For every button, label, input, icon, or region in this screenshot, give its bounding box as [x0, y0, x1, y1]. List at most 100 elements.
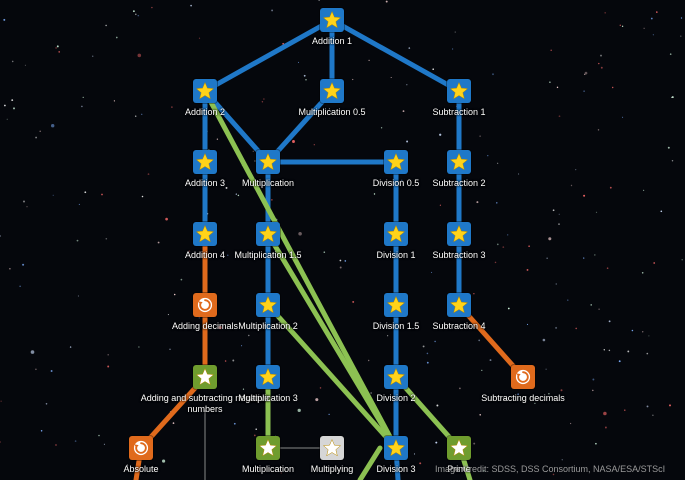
exercise-node-adding-decimals[interactable]: Adding decimals — [140, 293, 270, 332]
edge-addition_2-to-division_3 — [202, 88, 399, 451]
star-dot — [141, 113, 143, 115]
star-dot — [74, 440, 77, 442]
star-dot — [556, 86, 559, 89]
star-dot — [680, 35, 682, 37]
exercise-node-multiplication-3[interactable]: Multiplication 3 — [203, 365, 333, 404]
star-dot — [671, 160, 674, 162]
star-dot — [171, 106, 173, 108]
star-dot — [656, 11, 658, 13]
star-dot — [147, 173, 150, 175]
exercise-node-division-1-5[interactable]: Division 1.5 — [331, 293, 461, 332]
star-dot — [646, 405, 649, 408]
star-dot — [608, 320, 611, 323]
exercise-node-absolute-value[interactable]: Absolute — [76, 436, 206, 475]
star-dot — [680, 17, 683, 19]
star-dot — [315, 398, 319, 402]
star-dot — [603, 349, 605, 351]
star-dot — [481, 369, 483, 372]
star-dot — [546, 257, 548, 259]
star-dot — [235, 193, 237, 195]
star-dot — [165, 217, 168, 221]
exercise-label: Addition 2 — [184, 107, 226, 117]
star-dot — [650, 17, 653, 20]
star-dot — [584, 73, 586, 76]
star-dot — [419, 462, 422, 465]
exercise-node-multiplication-1-5[interactable]: Multiplication 1.5 — [203, 222, 333, 261]
refresh-icon — [511, 365, 535, 389]
star-dot — [101, 193, 103, 196]
star-dot — [413, 453, 416, 455]
star-dot — [390, 76, 392, 79]
star-dot — [280, 472, 282, 474]
exercise-node-subtraction-4[interactable]: Subtraction 4 — [394, 293, 524, 332]
star-dot — [570, 184, 573, 187]
exercise-node-subtraction-3[interactable]: Subtraction 3 — [394, 222, 524, 261]
star-dot — [590, 304, 592, 306]
exercise-node-prime[interactable]: Prime — [394, 436, 524, 475]
star-dot — [548, 237, 552, 241]
star-dot — [252, 150, 254, 152]
star-icon — [384, 293, 408, 317]
exercise-node-addition-3[interactable]: Addition 3 — [140, 150, 270, 189]
star-dot — [402, 110, 405, 113]
star-dot — [669, 53, 672, 55]
exercise-node-multiplication-2[interactable]: Multiplication 2 — [203, 293, 333, 332]
exercise-node-multiplying[interactable]: Multiplying — [267, 436, 397, 475]
exercise-node-multiplication-0-5[interactable]: Multiplication 0.5 — [267, 79, 397, 118]
exercise-node-subtraction-1[interactable]: Subtraction 1 — [394, 79, 524, 118]
star-dot — [482, 470, 485, 472]
star-dot — [77, 295, 79, 297]
exercise-label: Division 2 — [376, 393, 416, 403]
star-dot — [58, 51, 61, 53]
star-dot — [78, 203, 80, 205]
star-dot — [138, 346, 140, 348]
exercise-node-adding-subtracting-negative[interactable]: Adding and subtracting negative numbers — [140, 365, 270, 415]
star-dot — [318, 0, 320, 2]
star-dot — [271, 9, 274, 12]
exercise-node-subtracting-decimals[interactable]: Subtracting decimals — [458, 365, 588, 404]
star-dot — [292, 140, 295, 143]
star-icon — [320, 79, 344, 103]
star-dot — [0, 400, 2, 402]
exercise-node-multiplication[interactable]: Multiplication — [203, 150, 333, 189]
exercise-node-addition-4[interactable]: Addition 4 — [140, 222, 270, 261]
exercise-node-division-1[interactable]: Division 1 — [331, 222, 461, 261]
star-dot — [436, 404, 439, 407]
star-dot — [328, 108, 330, 110]
star-dot — [681, 259, 683, 261]
exercise-node-division-2[interactable]: Division 2 — [331, 365, 461, 404]
exercise-node-addition-1[interactable]: Addition 1 — [267, 8, 397, 47]
edge-addition_1-to-subtraction_1 — [329, 17, 462, 94]
star-dot — [372, 185, 374, 187]
exercise-label: Division 0.5 — [372, 178, 420, 188]
star-dot — [534, 402, 536, 405]
star-dot — [26, 206, 28, 208]
star-dot — [180, 278, 183, 281]
star-dot — [19, 285, 21, 287]
star-dot — [496, 202, 498, 204]
star-dot — [558, 223, 560, 226]
edge-multiplication_1_5-to-division_3 — [265, 231, 399, 451]
star-dot — [426, 352, 429, 355]
star-dot — [548, 393, 550, 395]
exercise-node-multiplication-4[interactable]: Multiplication — [203, 436, 333, 475]
star-dot — [386, 325, 388, 327]
star-dot — [113, 100, 115, 102]
star-dot — [51, 124, 55, 128]
exercise-node-addition-2[interactable]: Addition 2 — [140, 79, 270, 118]
exercise-node-subtraction-2[interactable]: Subtraction 2 — [394, 150, 524, 189]
star-dot — [406, 83, 408, 86]
exercise-node-division-0-5[interactable]: Division 0.5 — [331, 150, 461, 189]
star-dot — [303, 74, 306, 77]
star-dot — [6, 118, 8, 120]
star-dot — [233, 422, 236, 425]
star-dot — [583, 90, 585, 92]
exercise-node-division-3[interactable]: Division 3 — [331, 436, 461, 475]
star-dot — [0, 235, 2, 237]
star-dot — [552, 473, 555, 476]
star-dot — [518, 173, 520, 175]
star-dot — [642, 189, 645, 192]
image-credit: Image Credit: SDSS, DSS Consortium, NASA… — [435, 464, 666, 474]
star-icon — [447, 150, 471, 174]
